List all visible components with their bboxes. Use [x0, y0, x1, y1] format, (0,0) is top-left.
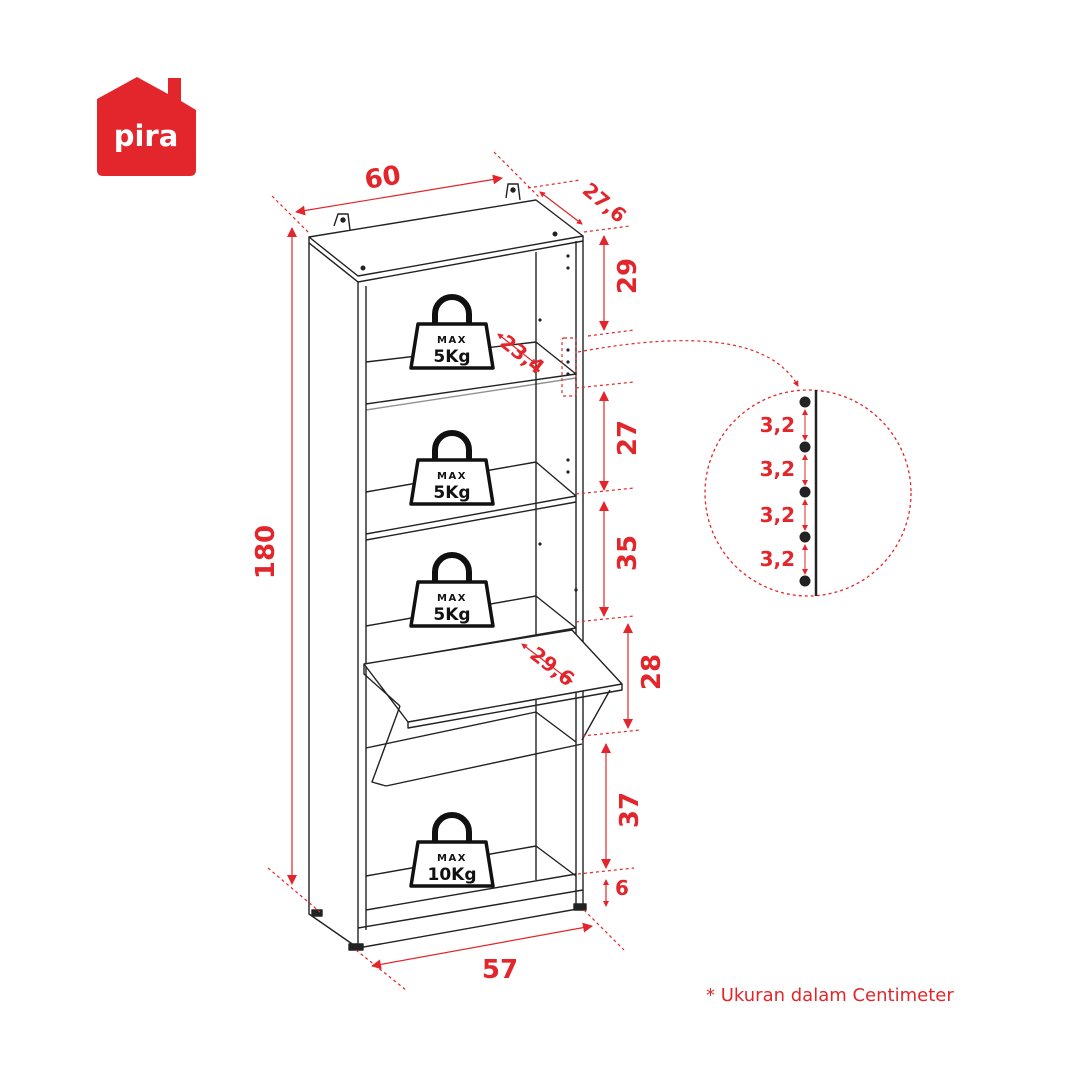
width-top-label: 60 — [363, 160, 403, 195]
weight-icon: MAX 5Kg — [411, 555, 493, 626]
compartment-1-label: 29 — [613, 258, 643, 294]
unit-note: * Ukuran dalam Centimeter — [706, 985, 954, 1006]
plinth-label: 6 — [615, 876, 629, 900]
hole-spacing-label: 3,2 — [760, 413, 795, 437]
compartment-3-label: 35 — [613, 535, 643, 571]
height-total-label: 180 — [251, 525, 281, 579]
svg-text:MAX: MAX — [437, 335, 467, 346]
logo-wordmark: pira — [114, 119, 179, 153]
svg-text:5Kg: 5Kg — [433, 605, 470, 625]
shelf-depth-label: 23,4 — [495, 330, 549, 379]
svg-text:10Kg: 10Kg — [428, 865, 477, 885]
weight-icon: MAX 10Kg — [411, 815, 493, 886]
svg-text:MAX: MAX — [437, 593, 467, 604]
compartment-5-label: 37 — [615, 792, 645, 828]
weight-icon: MAX 5Kg — [411, 297, 493, 368]
shelf-pin-detail: 3,2 3,2 3,2 3,2 — [704, 389, 912, 597]
bookshelf-drawing — [308, 183, 623, 951]
hole-spacing-label: 3,2 — [760, 547, 795, 571]
svg-text:5Kg: 5Kg — [433, 347, 470, 367]
compartment-4-label: 28 — [637, 654, 667, 690]
weight-icon: MAX 5Kg — [411, 433, 493, 504]
depth-top-label: 27,6 — [578, 178, 631, 228]
hole-spacing-label: 3,2 — [760, 457, 795, 481]
dimension-lines — [267, 151, 799, 991]
svg-text:MAX: MAX — [437, 853, 467, 864]
hole-spacing-label: 3,2 — [760, 503, 795, 527]
pira-logo: pira — [97, 77, 196, 176]
svg-text:MAX: MAX — [437, 471, 467, 482]
width-bottom-label: 57 — [482, 955, 518, 985]
svg-text:5Kg: 5Kg — [433, 483, 470, 503]
compartment-2-label: 27 — [613, 420, 643, 456]
